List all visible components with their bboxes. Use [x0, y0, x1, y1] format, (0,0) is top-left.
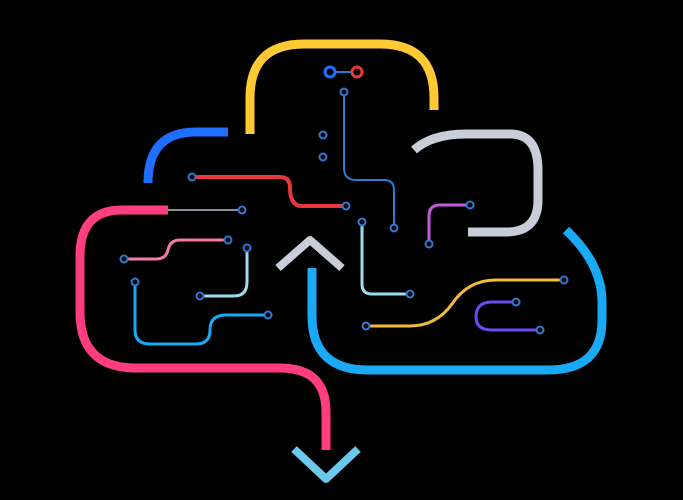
node-dot	[318, 130, 328, 140]
cloud-left-arc	[143, 127, 228, 184]
cloud-bottom-arc	[307, 226, 607, 375]
cloud-top-arc	[245, 39, 439, 134]
circuit-trace	[474, 300, 540, 332]
node-dot	[263, 310, 273, 320]
node-dot	[339, 87, 349, 97]
node-dot	[341, 201, 351, 211]
node-dot	[318, 152, 328, 162]
circuit-trace	[427, 203, 470, 242]
node-dot	[130, 277, 140, 287]
circuit-trace	[192, 175, 346, 208]
node-dot	[389, 223, 399, 233]
cloud-right-arc	[411, 129, 543, 237]
node-dot	[559, 275, 569, 285]
node-dot	[465, 200, 475, 210]
node-dot	[424, 239, 434, 249]
node-dot	[187, 172, 197, 182]
node-dot	[195, 291, 205, 301]
connector-nodes-icon	[323, 65, 364, 79]
circuit-trace	[343, 92, 395, 226]
node-dot	[511, 297, 521, 307]
circuit-trace	[360, 222, 410, 296]
node-dot	[361, 321, 371, 331]
node-dot	[242, 243, 252, 253]
node-dot	[357, 217, 367, 227]
node-dot	[237, 205, 247, 215]
down-arrow-icon	[291, 446, 361, 483]
node-dot	[223, 235, 233, 245]
circuit-trace	[366, 278, 564, 328]
connector-nodes	[119, 87, 569, 335]
circuit-trace	[124, 238, 228, 261]
node-dot	[405, 289, 415, 299]
up-arrow-icon	[275, 236, 345, 272]
node-dot	[535, 325, 545, 335]
cloud-left-lower-arc	[75, 205, 331, 450]
node-dot	[119, 254, 129, 264]
circuit-trace	[133, 282, 268, 346]
circuit-trace	[200, 248, 249, 298]
